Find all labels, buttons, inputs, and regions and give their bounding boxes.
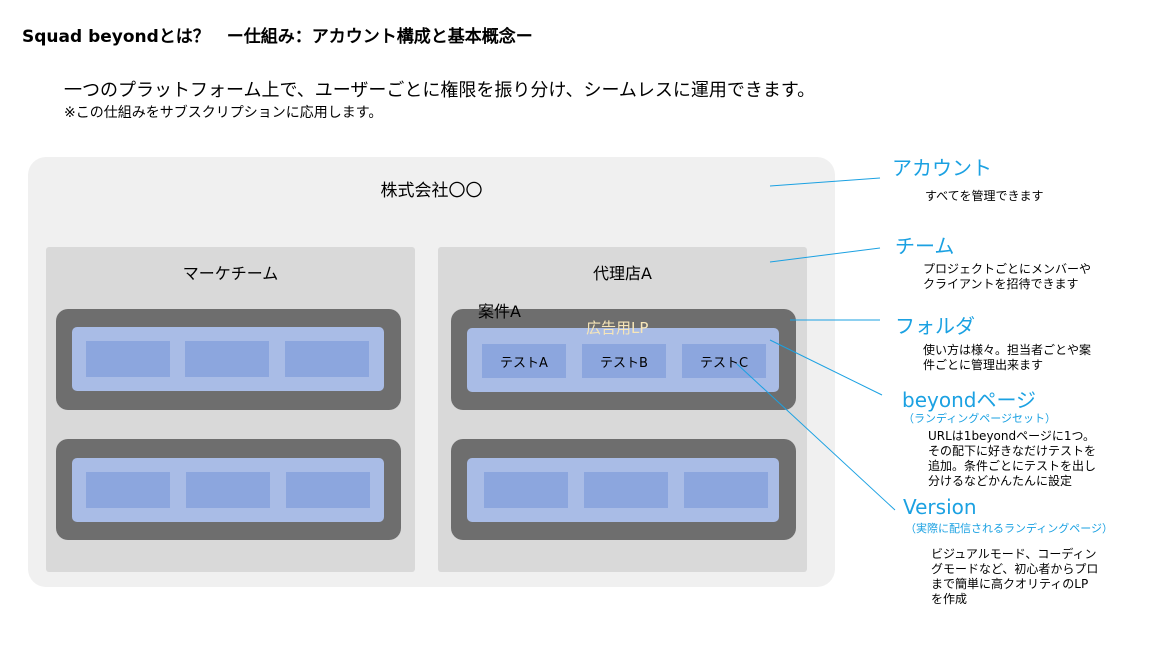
legend-account-title: アカウント [892, 156, 992, 180]
note-text: ※この仕組みをサブスクリプションに応用します。 [64, 105, 383, 121]
legend-version-desc: ビジュアルモード、コーディン グモードなど、初心者からプロ まで簡単に高クオリテ… [931, 547, 1099, 606]
legend-team-title: チーム [895, 234, 955, 258]
version-box-test-b: テストB [582, 344, 666, 378]
legend-folder-desc: 使い方は様々。担当者ごとや案 件ごとに管理出来ます [923, 343, 1092, 372]
legend-team-desc: プロジェクトごとにメンバーや クライアントを招待できます [923, 262, 1092, 291]
version-box [286, 472, 370, 508]
beyond-page-label: 広告用LP [586, 319, 649, 337]
version-box [186, 472, 270, 508]
legend-version-subtitle: （実際に配信されるランディングページ） [905, 522, 1114, 535]
version-box-test-c: テストC [682, 344, 766, 378]
version-box [584, 472, 668, 508]
version-box [484, 472, 568, 508]
version-label: テストB [600, 355, 648, 371]
page-title: Squad beyondとは？ ー仕組み：アカウント構成と基本概念ー [22, 27, 533, 47]
legend-version-title: Version [903, 495, 977, 519]
account-label: 株式会社〇〇 [380, 181, 483, 201]
legend-beyond-subtitle: （ランディングページセット） [903, 412, 1057, 425]
legend-beyond-title: beyondページ [902, 388, 1037, 412]
version-box [185, 341, 269, 377]
version-label: テストC [699, 355, 749, 371]
team-label-agency: 代理店A [593, 264, 652, 283]
team-label-marketing: マーケチーム [182, 264, 279, 283]
lead-text: 一つのプラットフォーム上で、ユーザーごとに権限を振り分け、シームレスに運用できま… [64, 80, 816, 101]
legend-account-desc: すべてを管理できます [925, 189, 1044, 203]
legend-beyond-desc: URLは1beyondページに1つ。 その配下に好きなだけテストを 追加。条件ご… [928, 429, 1097, 488]
folder-label: 案件A [478, 302, 521, 321]
version-box [86, 341, 170, 377]
legend-folder-title: フォルダ [895, 314, 975, 338]
version-box [285, 341, 369, 377]
version-box-test-a: テストA [482, 344, 566, 378]
version-box [86, 472, 170, 508]
version-label: テストA [500, 355, 548, 371]
version-box [684, 472, 768, 508]
